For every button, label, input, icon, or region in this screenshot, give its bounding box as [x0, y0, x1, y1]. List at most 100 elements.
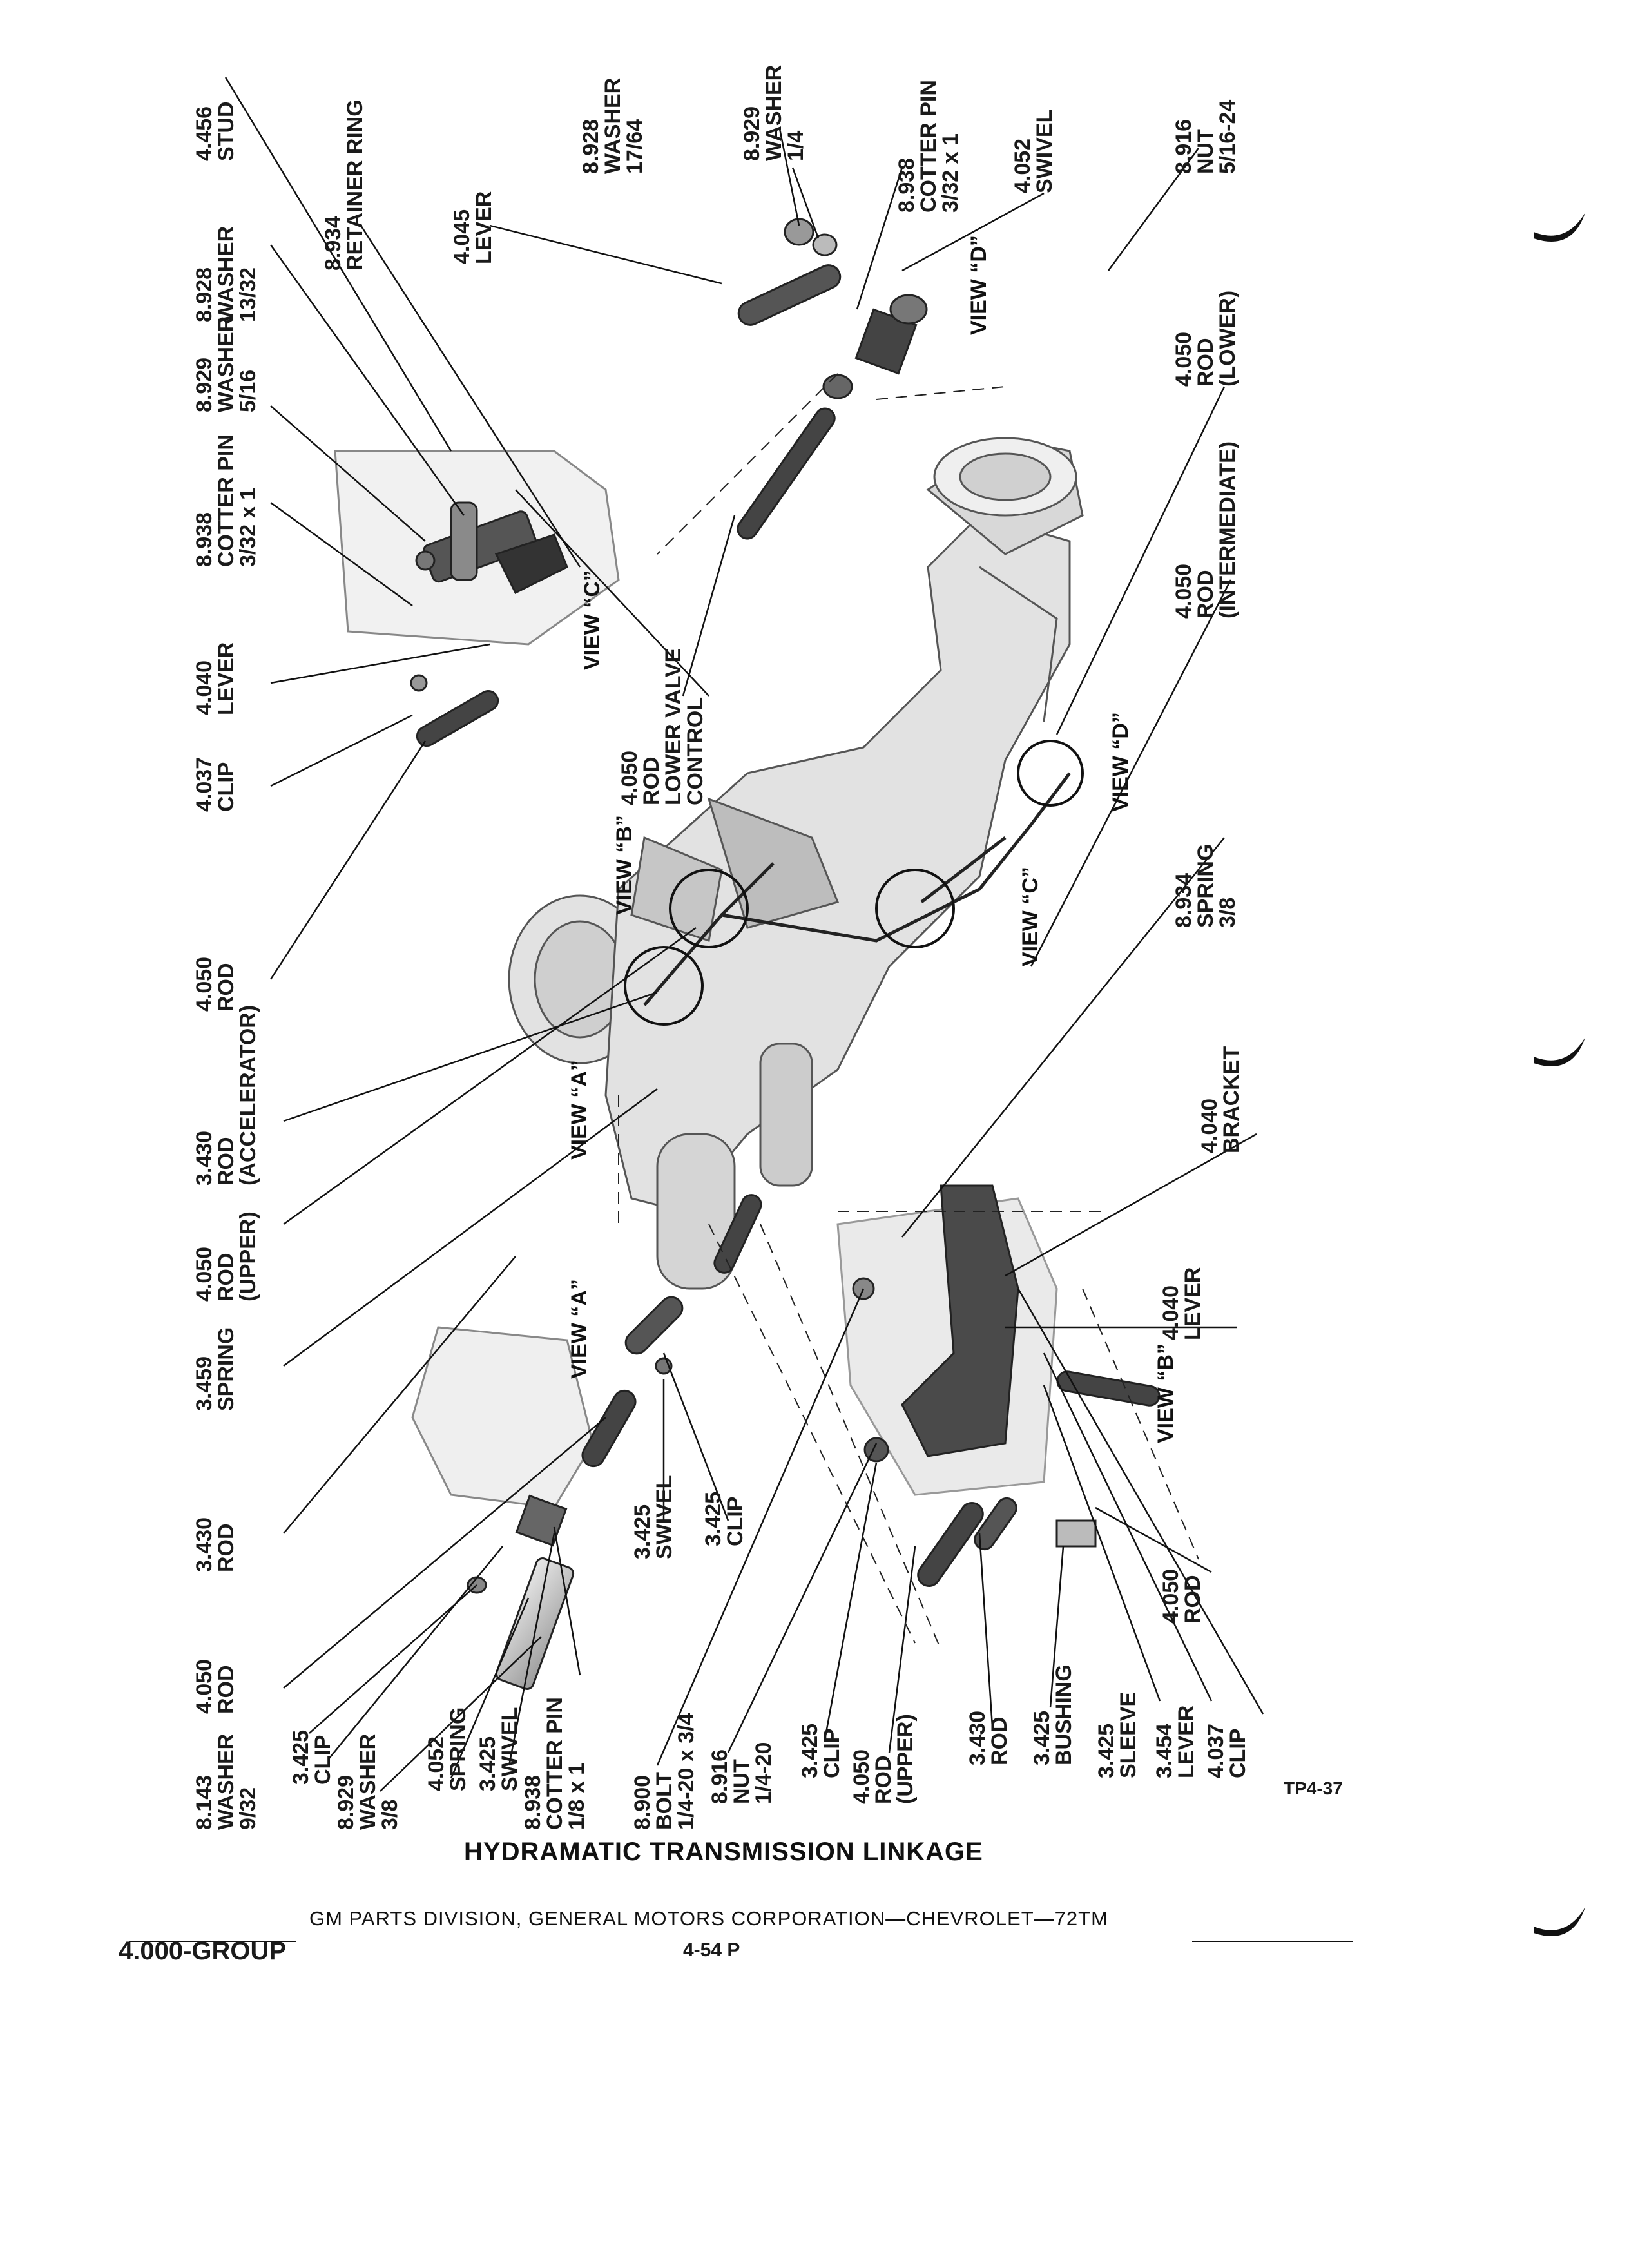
- callout-line: STUD: [214, 101, 238, 161]
- callout-line: CONTROL: [683, 697, 708, 805]
- callout-line: (UPPER): [236, 1211, 260, 1302]
- callout-line: 1/4-20 x 3/4: [674, 1713, 699, 1830]
- callout-line: 4.037: [1204, 1723, 1228, 1778]
- callout-line: 8.938: [521, 1774, 545, 1830]
- callout-line: 4.456: [192, 106, 217, 161]
- engine-transmission-assembly: [508, 437, 1084, 1290]
- callout-line: LOWER VALVE: [661, 648, 686, 805]
- callout-line: 3.430: [192, 1517, 217, 1572]
- callout-line: 4.050: [192, 1658, 217, 1714]
- view-c-label-upper: VIEW “C”: [580, 570, 604, 670]
- callout-line: 8.916: [1171, 119, 1196, 174]
- callout-line: ROD: [214, 1253, 238, 1302]
- callout-line: 8.916: [708, 1749, 732, 1804]
- callout-line: 3/32 x 1: [236, 488, 260, 567]
- callout-line: 3/32 x 1: [938, 133, 963, 213]
- callout-line: 4.052: [424, 1736, 448, 1791]
- callout-line: CLIP: [723, 1496, 747, 1546]
- callout-line: 4.050: [192, 1246, 217, 1302]
- callout-line: WASHER: [214, 1733, 238, 1830]
- callout-line: 3.459: [192, 1356, 217, 1411]
- callout-line: 8.929: [192, 357, 217, 412]
- callout-line: 8.928: [579, 119, 603, 174]
- callout-line: 3.425: [476, 1736, 500, 1791]
- callout-line: SWIVEL: [1032, 109, 1057, 193]
- callout-line: 1/4: [784, 130, 808, 161]
- callout-line: SLEEVE: [1116, 1691, 1141, 1778]
- callout-line: 4.050: [192, 956, 217, 1012]
- callout-line: 3.425: [630, 1504, 655, 1559]
- view-circles: [624, 740, 1084, 1026]
- callout-line: ROD: [987, 1716, 1012, 1765]
- callout-line: COTTER PIN: [214, 434, 238, 567]
- callout-line: ROD: [214, 963, 238, 1012]
- callout-line: 4.040: [1197, 1098, 1222, 1153]
- callout-line: 1/8 x 1: [564, 1763, 589, 1830]
- callout-line: 4.050: [1171, 331, 1196, 387]
- view-a-detail: [411, 1194, 762, 1690]
- callout-line: ROD: [871, 1755, 896, 1804]
- view-a-label-upper: VIEW “A”: [567, 1060, 592, 1160]
- view-b-detail: [836, 1184, 1161, 1588]
- callout-line: CLIP: [820, 1728, 844, 1778]
- diagram-title: HYDRAMATIC TRANSMISSION LINKAGE: [464, 1838, 983, 1866]
- view-d-label-upper: VIEW “D”: [967, 235, 991, 335]
- callout-line: 3.425: [1094, 1723, 1119, 1778]
- callout-line: 1/4-20: [751, 1742, 776, 1804]
- callout-line: WASHER: [214, 316, 238, 412]
- callout-line: 8.929: [740, 106, 764, 161]
- callout-line: BRACKET: [1219, 1046, 1244, 1153]
- callout-line: LEVER: [1181, 1267, 1205, 1340]
- view-a-label-lower: VIEW “A”: [567, 1279, 592, 1379]
- callout-line: 8.938: [192, 512, 217, 567]
- callout-line: 13/32: [236, 267, 260, 322]
- callout-line: 5/16: [236, 369, 260, 412]
- callout-line: SWIVEL: [652, 1475, 677, 1559]
- view-d-detail: [737, 218, 928, 540]
- callout-line: ROD: [1193, 338, 1218, 387]
- callout-line: WASHER: [762, 64, 786, 161]
- callout-line: WASHER: [356, 1733, 380, 1830]
- callout-line: WASHER: [601, 77, 625, 174]
- callout-line: SPRING: [446, 1707, 470, 1791]
- callout-line: (INTERMEDIATE): [1215, 441, 1240, 619]
- callout-line: 4.040: [1159, 1285, 1183, 1340]
- callout-line: LEVER: [472, 191, 496, 264]
- callout-line: 3.425: [701, 1491, 726, 1546]
- callout-line: 3/8: [1215, 897, 1240, 928]
- callout-line: 8.929: [334, 1774, 358, 1830]
- leader-lines: [224, 77, 1264, 1792]
- callout-line: (ACCELERATOR): [236, 1004, 260, 1186]
- margin-marks: [1534, 213, 1585, 1936]
- callout-line: BUSHING: [1052, 1664, 1076, 1765]
- callout-line: 8.934: [1171, 872, 1196, 928]
